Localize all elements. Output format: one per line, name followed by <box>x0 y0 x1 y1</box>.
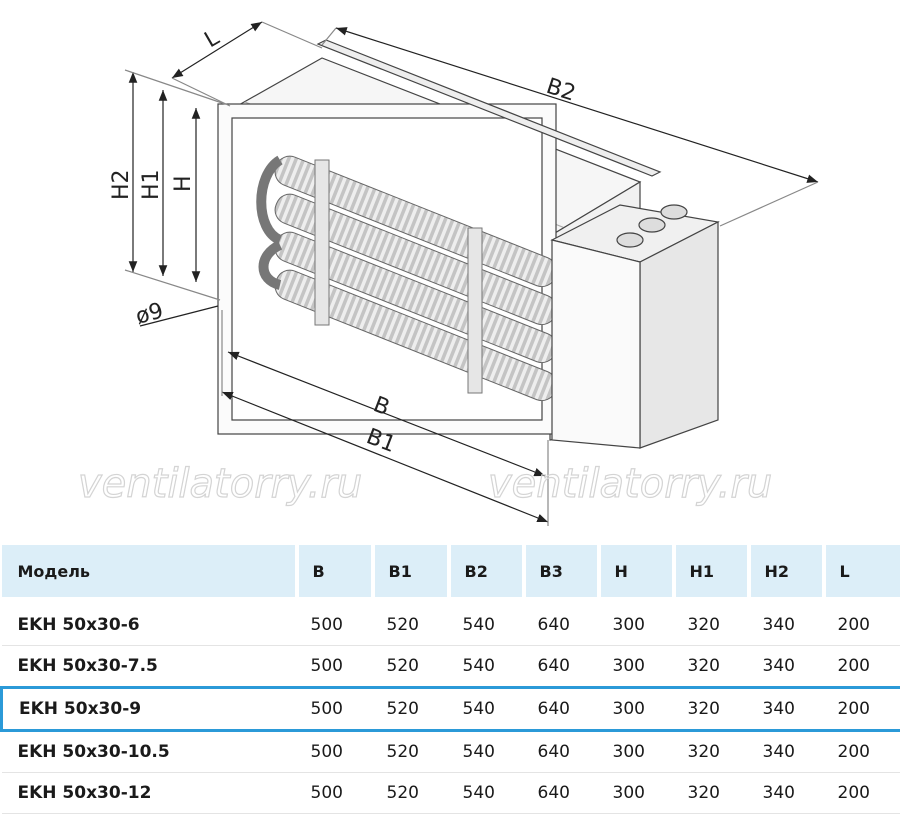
cell-b: 500 <box>297 646 373 688</box>
heater-technical-drawing: L B2 H2 H1 H ø9 B B1 ventilatorry.ru ven… <box>0 0 900 540</box>
cell-l: 200 <box>824 605 900 646</box>
header-b1: B1 <box>373 545 449 597</box>
cell-h1: 320 <box>674 605 749 646</box>
table-row: EKH 50x30-6 500 520 540 640 300 320 340 … <box>2 605 900 646</box>
cell-h2: 340 <box>749 646 824 688</box>
cell-model: EKH 50x30-7.5 <box>2 646 297 688</box>
cell-b1: 520 <box>373 605 449 646</box>
table-row-highlighted: EKH 50x30-9 500 520 540 640 300 320 340 … <box>2 688 900 731</box>
cell-model: EKH 50x30-6 <box>2 605 297 646</box>
cell-model: EKH 50x30-9 <box>2 688 297 731</box>
cell-b1: 520 <box>373 646 449 688</box>
cell-b3: 640 <box>524 773 599 814</box>
cell-h2: 340 <box>749 773 824 814</box>
header-h: H <box>599 545 674 597</box>
cell-l: 200 <box>824 688 900 731</box>
cell-b: 500 <box>297 773 373 814</box>
cell-h2: 340 <box>749 605 824 646</box>
table-row: EKH 50x30-12 500 520 540 640 300 320 340… <box>2 773 900 814</box>
dim-label-h1: H1 <box>139 169 164 200</box>
watermark-text-left: ventilatorry.ru <box>78 461 362 507</box>
cell-b2: 540 <box>449 646 524 688</box>
cell-b3: 640 <box>524 731 599 773</box>
cell-model: EKH 50x30-10.5 <box>2 731 297 773</box>
watermark: ventilatorry.ru ventilatorry.ru <box>78 461 772 507</box>
cell-b3: 640 <box>524 688 599 731</box>
cell-h1: 320 <box>674 646 749 688</box>
cell-b: 500 <box>297 605 373 646</box>
cell-b2: 540 <box>449 688 524 731</box>
table-row: EKH 50x30-10.5 500 520 540 640 300 320 3… <box>2 731 900 773</box>
cell-b2: 540 <box>449 773 524 814</box>
header-h1: H1 <box>674 545 749 597</box>
cell-b3: 640 <box>524 605 599 646</box>
cell-h: 300 <box>599 773 674 814</box>
cell-b1: 520 <box>373 773 449 814</box>
table-row: EKH 50x30-7.5 500 520 540 640 300 320 34… <box>2 646 900 688</box>
header-model: Модель <box>2 545 297 597</box>
specifications-table: Модель B B1 B2 B3 H H1 H2 L EKH 50x30-6 … <box>0 545 900 814</box>
dim-label-b2: B2 <box>543 74 578 107</box>
cell-h: 300 <box>599 605 674 646</box>
terminal-box <box>552 205 718 448</box>
cell-b: 500 <box>297 688 373 731</box>
cell-b3: 640 <box>524 646 599 688</box>
cell-b1: 520 <box>373 731 449 773</box>
dim-label-h: H <box>171 175 196 192</box>
cell-h1: 320 <box>674 688 749 731</box>
dim-label-l: L <box>201 25 225 53</box>
cell-model: EKH 50x30-12 <box>2 773 297 814</box>
cell-h: 300 <box>599 646 674 688</box>
cell-h1: 320 <box>674 773 749 814</box>
cell-b: 500 <box>297 731 373 773</box>
cell-h: 300 <box>599 731 674 773</box>
header-b3: B3 <box>524 545 599 597</box>
cell-l: 200 <box>824 731 900 773</box>
cell-l: 200 <box>824 646 900 688</box>
cell-h2: 340 <box>749 731 824 773</box>
cell-h1: 320 <box>674 731 749 773</box>
cell-b2: 540 <box>449 731 524 773</box>
header-h2: H2 <box>749 545 824 597</box>
table-header-row: Модель B B1 B2 B3 H H1 H2 L <box>2 545 900 597</box>
cell-b2: 540 <box>449 605 524 646</box>
cell-b1: 520 <box>373 688 449 731</box>
cell-h: 300 <box>599 688 674 731</box>
cell-l: 200 <box>824 773 900 814</box>
dim-label-h2: H2 <box>109 169 134 200</box>
dim-label-d9: ø9 <box>133 299 166 330</box>
header-b: B <box>297 545 373 597</box>
header-b2: B2 <box>449 545 524 597</box>
cell-h2: 340 <box>749 688 824 731</box>
header-l: L <box>824 545 900 597</box>
watermark-text-right: ventilatorry.ru <box>488 461 772 507</box>
